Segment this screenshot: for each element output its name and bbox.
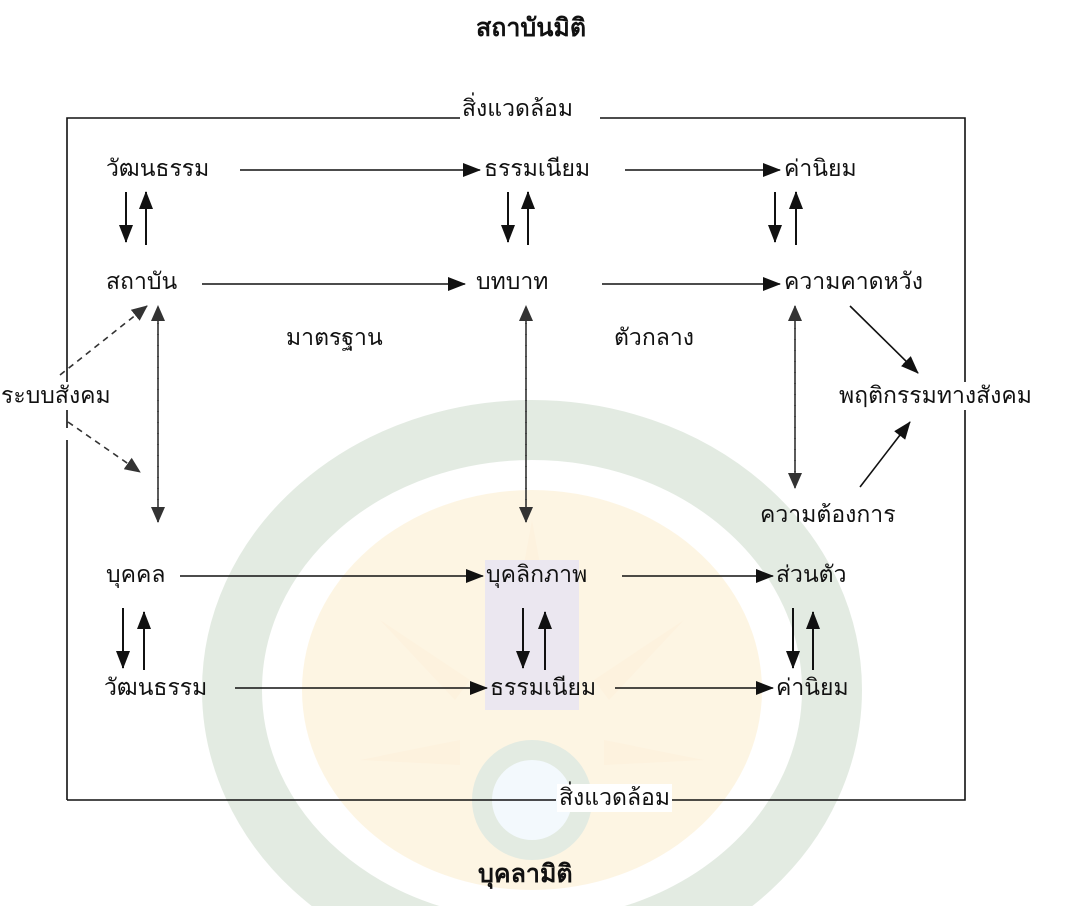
label-culture-top: วัฒนธรรม <box>106 156 210 182</box>
label-custom-top: ธรรมเนียม <box>484 156 591 182</box>
label-individual: บุคคล <box>106 562 166 588</box>
label-social-system: ระบบสังคม <box>0 382 112 410</box>
label-personal: ส่วนตัว <box>776 562 847 588</box>
title-personal-dimension: บุคลามิติ <box>478 859 573 888</box>
label-environment-bottom: สิ่งแวดล้อม <box>557 784 673 812</box>
label-environment-top: สิ่งแวดล้อม <box>460 95 576 123</box>
environment-frame <box>66 117 460 800</box>
title-institutional-dimension: สถาบันมิติ <box>476 13 587 42</box>
label-role: บทบาท <box>476 269 549 295</box>
label-intermediary: ตัวกลาง <box>614 325 695 351</box>
label-value-bottom: ค่านิยม <box>776 675 849 701</box>
label-social-behavior: พฤติกรรมทางสังคม <box>838 382 1033 410</box>
label-custom-bottom: ธรรมเนียม <box>490 675 597 701</box>
label-need: ความต้องการ <box>760 502 896 528</box>
label-culture-bottom: วัฒนธรรม <box>104 675 208 701</box>
label-expectation: ความคาดหวัง <box>784 269 923 295</box>
label-standard: มาตรฐาน <box>286 325 383 351</box>
label-value-top: ค่านิยม <box>784 156 857 182</box>
label-institution: สถาบัน <box>106 269 178 295</box>
label-personality: บุคลิกภาพ <box>486 562 588 588</box>
